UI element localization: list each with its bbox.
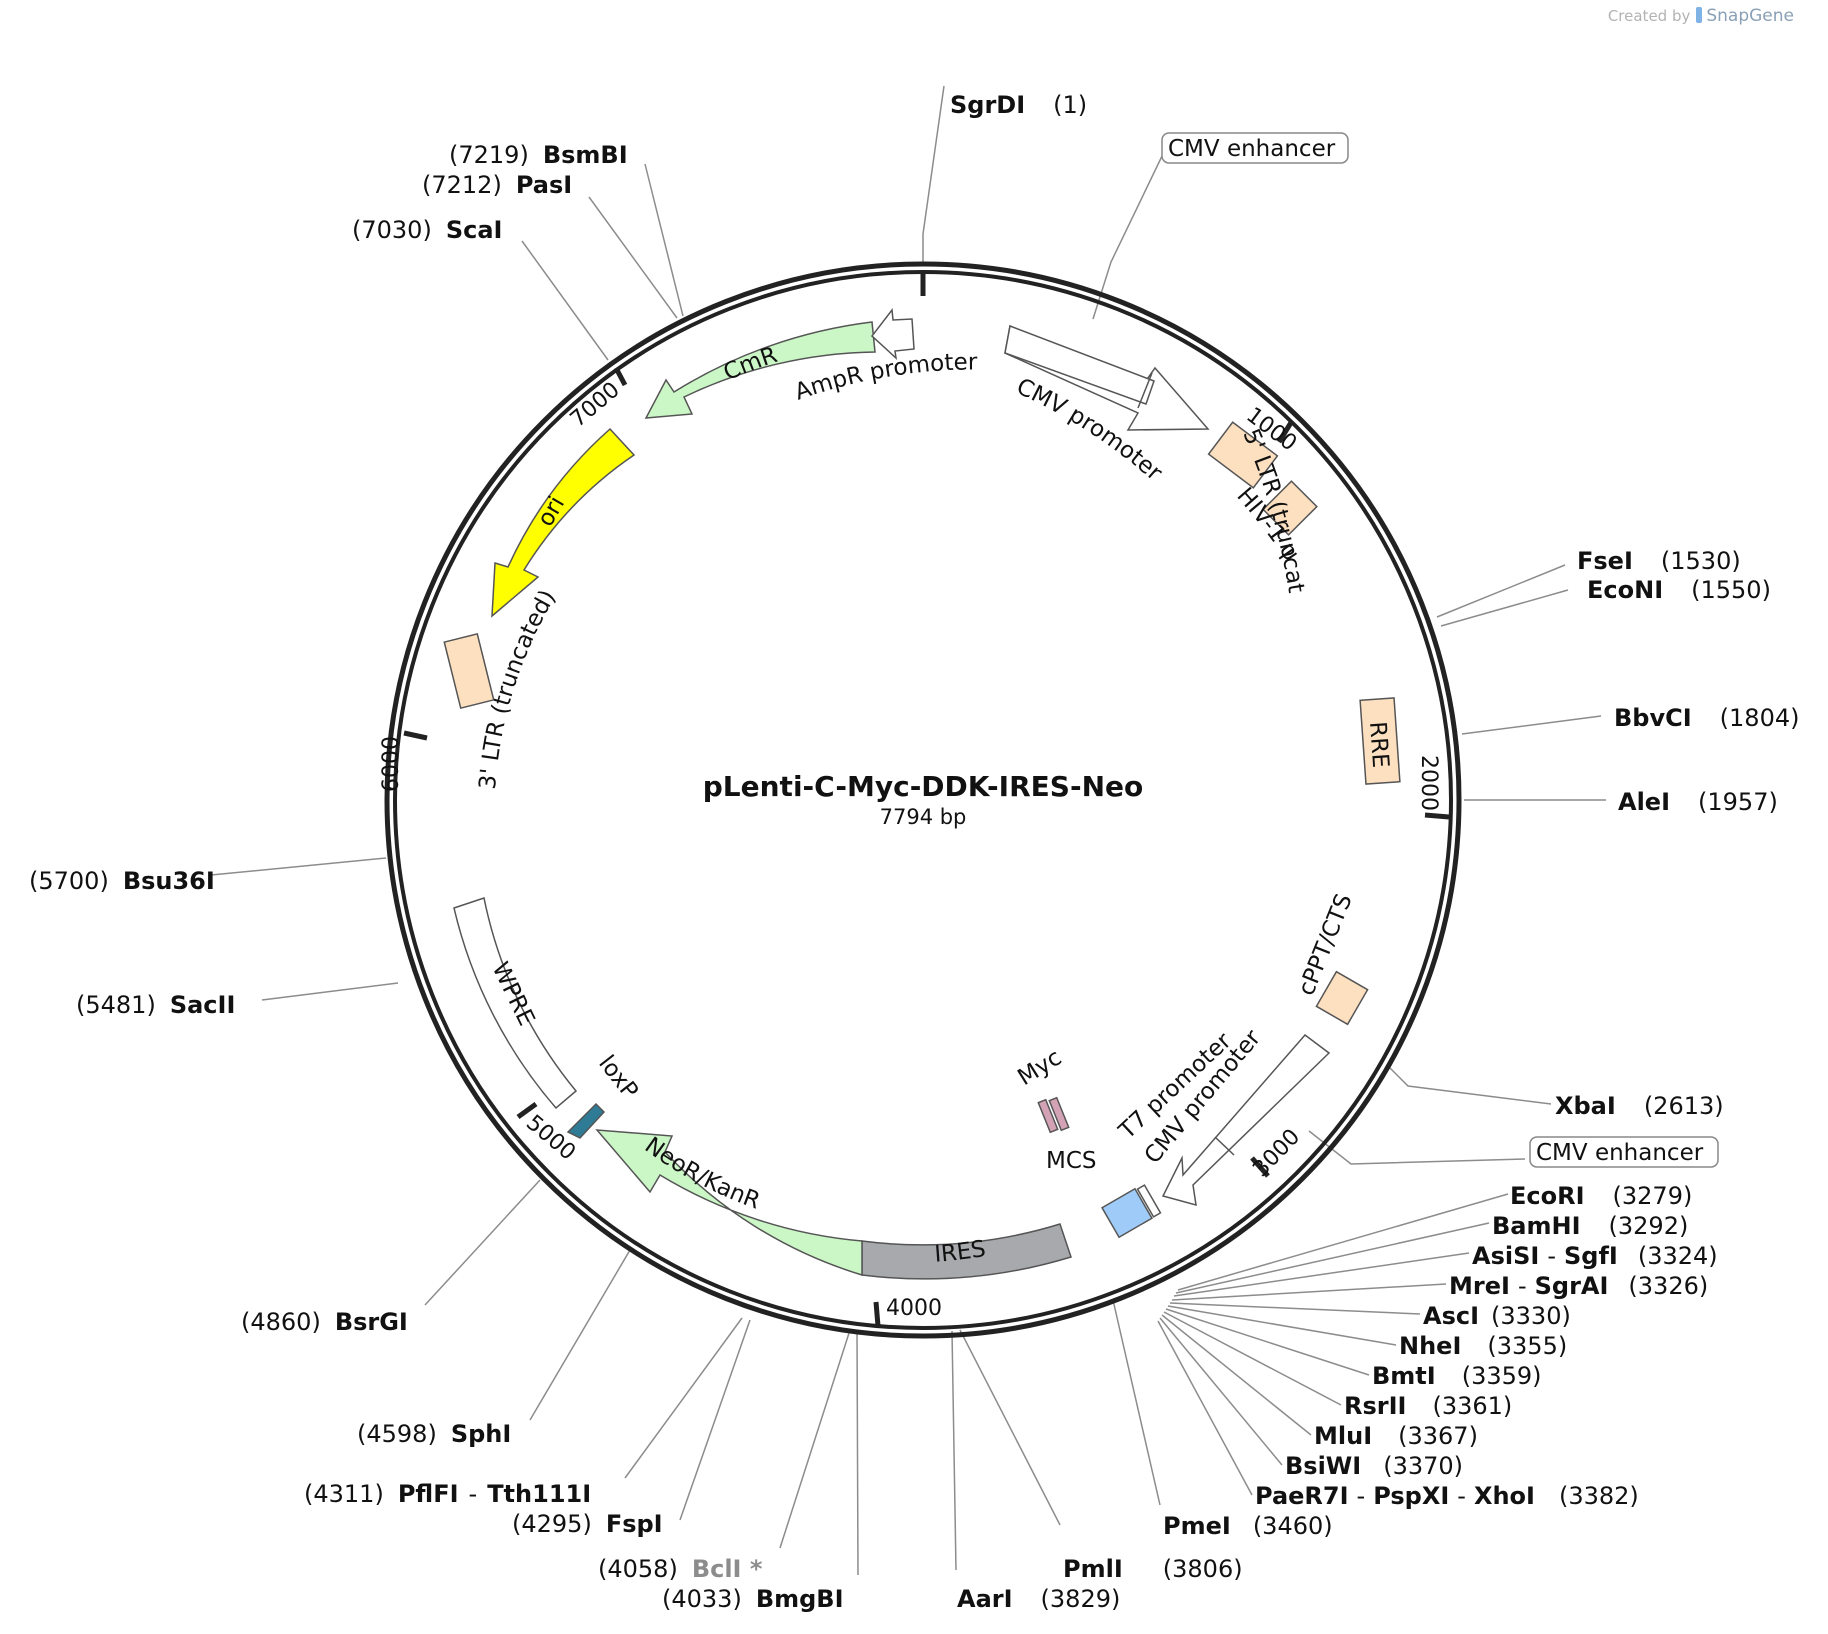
label-ires: IRES [934,1236,988,1268]
enzyme-label[interactable]: (4033)BmgBI [662,1585,844,1613]
plasmid-title: pLenti-C-Myc-DDK-IRES-Neo 7794 bp [703,770,1143,829]
enzyme-label[interactable]: RsrII(3361) [1344,1392,1512,1420]
enzyme-label[interactable]: (4860)BsrGI [241,1308,408,1336]
enzyme-label[interactable]: BsiWI(3370) [1285,1452,1463,1480]
enzyme-label[interactable]: AarI(3829) [957,1585,1120,1613]
label-myc: Myc [1013,1045,1066,1091]
enzyme-label[interactable]: AsiSI-SgfI(3324) [1472,1242,1718,1270]
enzyme-label[interactable]: FseI(1530) [1577,547,1741,575]
enzyme-label[interactable]: BamHI(3292) [1492,1212,1688,1240]
enzyme-label[interactable]: AleI(1957) [1618,788,1778,816]
cmv-enhancer-label-box-1[interactable] [1161,132,1349,164]
tick-label-2000: 2000 [1416,755,1441,811]
enzyme-label[interactable]: BmtI(3359) [1372,1362,1542,1390]
tick-label-6000: 6000 [379,736,404,792]
enzyme-label[interactable]: NheI(3355) [1399,1332,1567,1360]
enzyme-label[interactable]: (7219)BsmBI [449,141,628,169]
enzyme-label[interactable]: (4311)PflFI-Tth111I [304,1480,591,1508]
enzyme-label[interactable]: PaeR7I-PspXI-XhoI(3382) [1255,1482,1639,1510]
boxed-feature-labels: CMV enhancer CMV enhancer [1161,132,1719,1168]
snapgene-credit: Created by SnapGene [1608,6,1794,26]
enzyme-label[interactable]: (7212)PasI [422,171,572,199]
label-loxp: loxP [593,1051,643,1104]
feature-ires[interactable] [861,1223,1072,1280]
feature-myc-2[interactable] [1048,1096,1070,1132]
feature-5-ltr[interactable] [1207,421,1279,489]
label-cmv-enhancer-2: CMV enhancer [1536,1140,1704,1166]
cmv-enhancer-label-box-2[interactable] [1529,1136,1719,1168]
credit-prefix: Created by [1607,7,1691,25]
feature-labels: CMV promoter 5' LTR (truncated) HIV-1 ψ … [0,0,1393,1268]
feature-ori[interactable] [491,427,636,618]
feature-cmv-promoter-2[interactable] [1161,1033,1331,1207]
enzyme-label[interactable]: (5700)Bsu36I [29,867,215,895]
feature-cmv-enhancer-1[interactable] [1004,324,1155,405]
label-rre: RRE [1364,721,1393,769]
plasmid-name: pLenti-C-Myc-DDK-IRES-Neo [703,770,1143,803]
label-ampr-promoter: AmpR promoter [792,349,978,405]
feature-loxp[interactable] [566,1102,606,1139]
enzyme-label[interactable]: AscI(3330) [1423,1302,1571,1330]
enzyme-label[interactable]: (4295)FspI [512,1510,663,1538]
enzyme-label[interactable]: (5481)SacII [76,991,235,1019]
feature-3-ltr[interactable] [443,632,495,710]
plasmid-size: 7794 bp [880,805,967,829]
enzyme-label[interactable]: EcoRI(3279) [1510,1182,1692,1210]
credit-brand: SnapGene [1706,6,1794,26]
enzyme-label[interactable]: PmeI(3460) [1163,1512,1333,1540]
feature-rre[interactable] [1359,697,1401,785]
label-cmr: CmR [720,342,781,386]
feature-t7-promoter[interactable] [1136,1184,1162,1218]
enzyme-label[interactable]: (4058)BclI * [598,1555,763,1583]
label-mcs: MCS [1046,1148,1097,1174]
features [443,308,1401,1280]
enzyme-label[interactable]: PmlI(3806) [1063,1555,1243,1583]
enzyme-label[interactable]: EcoNI(1550) [1587,576,1771,604]
feature-hiv-psi[interactable] [1262,480,1318,536]
feature-mcs[interactable] [1101,1187,1153,1239]
feature-myc-1[interactable] [1037,1098,1059,1134]
tick-label-4000: 4000 [886,1296,942,1321]
enzyme-label[interactable]: MreI-SgrAI(3326) [1449,1272,1708,1300]
feature-neor-kanr[interactable] [595,1129,863,1277]
enzyme-label[interactable]: MluI(3367) [1314,1422,1478,1450]
enzyme-label[interactable]: SgrDI(1) [950,91,1087,119]
feature-wpre[interactable] [453,897,578,1110]
enzyme-label[interactable]: XbaI(2613) [1555,1092,1724,1120]
feature-ampr-promoter[interactable] [870,308,915,360]
leader-lines [210,85,1606,1576]
enzyme-labels: SgrDI(1) FseI(1530) EcoNI(1550) BbvCI(18… [29,91,1799,1613]
scale-ticks [403,272,1450,1327]
enzyme-label[interactable]: BbvCI(1804) [1614,704,1799,732]
feature-cppt[interactable] [1315,970,1369,1026]
feature-cmr[interactable] [644,321,876,419]
tick-label-5000: 5000 [521,1110,580,1165]
snapgene-logo-icon [1696,7,1703,23]
label-cmv-enhancer-1: CMV enhancer [1168,136,1336,162]
enzyme-label[interactable]: (7030)ScaI [352,216,502,244]
enzyme-label[interactable]: (4598)SphI [357,1420,511,1448]
